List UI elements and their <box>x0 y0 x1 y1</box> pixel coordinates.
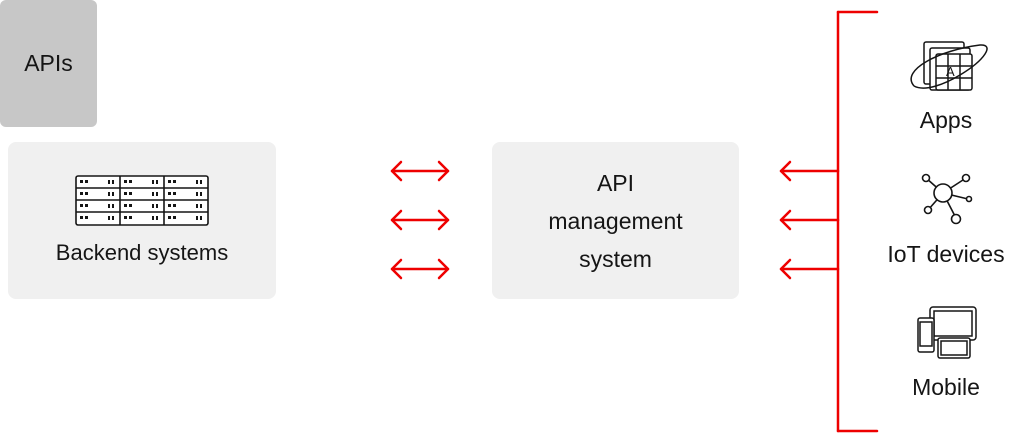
api-management-system-box: API management system <box>492 142 739 299</box>
apis-box: APIs <box>0 0 97 127</box>
client-arrow-2 <box>779 209 840 231</box>
backend-systems-label: Backend systems <box>55 240 229 265</box>
client-arrow-1 <box>779 160 840 182</box>
apps-label: Apps <box>919 107 973 133</box>
apis-label: APIs <box>24 50 73 76</box>
svg-text:A: A <box>946 64 955 79</box>
iot-devices-icon <box>921 173 973 225</box>
clients-bracket <box>836 10 879 433</box>
double-arrow-2 <box>390 209 450 231</box>
mobile-label: Mobile <box>912 374 980 400</box>
mobile-devices-icon <box>917 306 977 359</box>
iot-devices-label: IoT devices <box>887 241 1005 267</box>
api-management-line-2: management <box>548 207 683 234</box>
apps-icon: A <box>910 41 988 91</box>
double-arrow-3 <box>390 258 450 280</box>
backend-systems-box <box>8 142 276 299</box>
double-arrow-1 <box>390 160 450 182</box>
client-arrow-3 <box>779 258 840 280</box>
api-management-line-1: API <box>596 169 635 196</box>
api-management-line-3: system <box>579 245 652 272</box>
